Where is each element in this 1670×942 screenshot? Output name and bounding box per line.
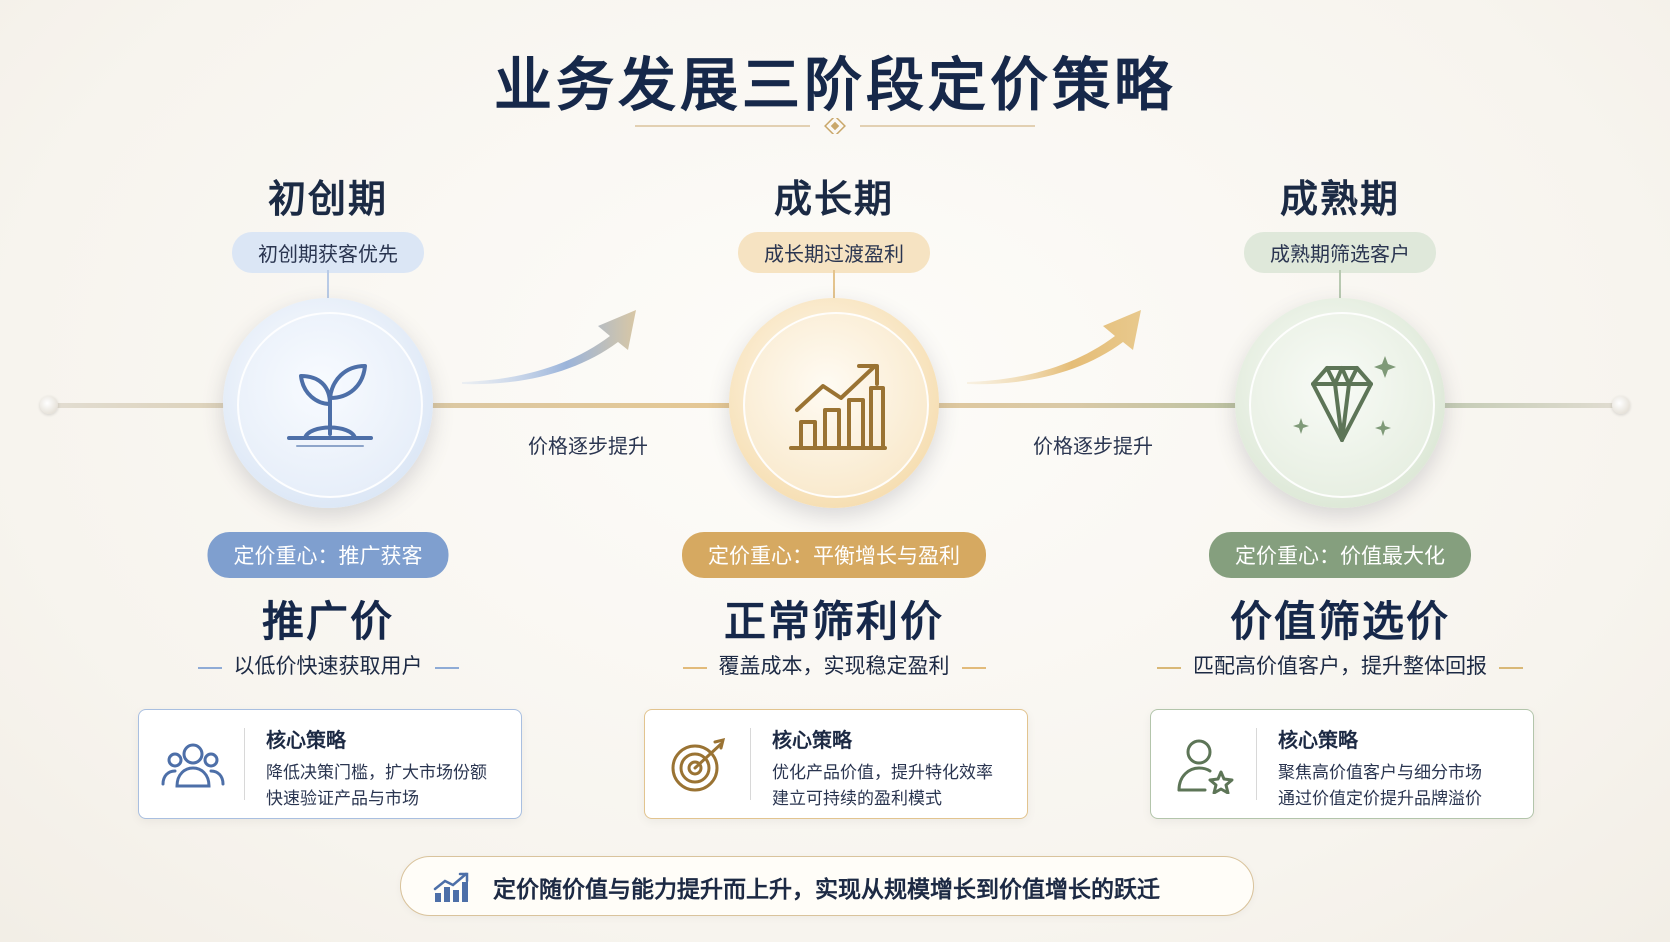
timeline-start-dot	[40, 396, 58, 414]
page-title: 业务发展三阶段定价策略	[493, 51, 1176, 119]
summary-text: 定价随价值与能力提升而上升，实现从规模增长到价值增长的跃迁	[493, 876, 1160, 903]
card-line: 聚焦高价值客户与细分市场	[1278, 763, 1482, 783]
stage-name: 成长期	[773, 176, 894, 221]
card-line: 建立可持续的盈利模式	[772, 789, 942, 809]
desc-dash-right	[1499, 666, 1523, 669]
price-strategy-name: 推广价	[261, 597, 394, 646]
stage-connector	[1339, 270, 1341, 300]
stage-mature: 成熟期 成熟期筛选客户 定价重心：价值最大化 价值筛选价 匹	[1130, 0, 1550, 942]
price-strategy-desc: 匹配高价值客户，提升整体回报	[1130, 650, 1550, 680]
card-divider	[1256, 728, 1257, 800]
stage-tag: 初创期获客优先	[232, 232, 424, 273]
stage-tag: 成长期过渡盈利	[738, 232, 930, 273]
transition-label-1: 价格逐步提升	[528, 434, 648, 458]
core-strategy-card: 核心策略 降低决策门槛，扩大市场份额 快速验证产品与市场	[138, 709, 522, 819]
target-icon	[671, 737, 726, 792]
card-divider	[750, 728, 751, 800]
desc-dash-left	[1157, 666, 1181, 669]
price-strategy-desc: 以低价快速获取用户	[118, 650, 538, 680]
price-strategy-name: 价值筛选价	[1229, 597, 1450, 646]
card-line: 快速验证产品与市场	[266, 789, 419, 809]
stage-connector	[327, 270, 329, 300]
stage-connector	[833, 270, 835, 300]
user-star-icon	[1177, 739, 1234, 794]
card-title: 核心策略	[1278, 728, 1358, 752]
core-strategy-card: 核心策略 聚焦高价值客户与细分市场 通过价值定价提升品牌溢价	[1150, 709, 1534, 819]
transition-label-2: 价格逐步提升	[1033, 434, 1153, 458]
card-title: 核心策略	[772, 728, 852, 752]
card-line: 优化产品价值，提升特化效率	[772, 763, 993, 783]
summary-banner: 定价随价值与能力提升而上升，实现从规模增长到价值增长的跃迁	[400, 856, 1254, 916]
stage-name: 初创期	[267, 176, 388, 221]
rising-bars-icon	[433, 872, 469, 902]
timeline-end-dot	[1612, 396, 1630, 414]
title-divider	[635, 118, 1035, 134]
card-line: 通过价值定价提升品牌溢价	[1278, 789, 1482, 809]
diamond-icon	[1293, 356, 1396, 442]
card-title: 核心策略	[266, 728, 346, 752]
users-icon	[161, 743, 225, 788]
desc-dash-right	[961, 666, 986, 669]
stage-growth: 成长期 成长期过渡盈利 定价重心：平衡增长与盈利 正常筛利价 覆盖成本，实现稳定…	[624, 0, 1044, 942]
transition-arrow-1	[462, 310, 636, 385]
desc-dash-left	[682, 666, 707, 669]
card-divider	[244, 728, 245, 800]
desc-dash-left	[197, 666, 222, 669]
stage-circle	[223, 298, 433, 508]
price-strategy-name: 正常筛利价	[723, 597, 944, 646]
stage-circle	[1235, 298, 1445, 508]
stage-startup: 初创期 初创期获客优先 定价重心：推广获客 推广价 以低价快速获取用户	[118, 0, 538, 942]
sprout-icon	[287, 364, 373, 447]
pricing-focus-badge: 定价重心：平衡增长与盈利	[682, 532, 986, 578]
stage-tag: 成熟期筛选客户	[1244, 232, 1436, 273]
pricing-focus-badge: 定价重心：价值最大化	[1209, 532, 1471, 578]
price-strategy-desc: 覆盖成本，实现稳定盈利	[624, 650, 1044, 680]
core-strategy-card: 核心策略 优化产品价值，提升特化效率 建立可持续的盈利模式	[644, 709, 1028, 819]
pricing-focus-badge: 定价重心：推广获客	[207, 532, 449, 578]
card-line: 降低决策门槛，扩大市场份额	[266, 763, 487, 783]
stage-name: 成熟期	[1279, 176, 1400, 221]
stage-circle	[729, 298, 939, 508]
desc-dash-right	[434, 666, 459, 669]
transition-arrow-2	[967, 310, 1141, 385]
growth-chart-icon	[789, 364, 887, 450]
